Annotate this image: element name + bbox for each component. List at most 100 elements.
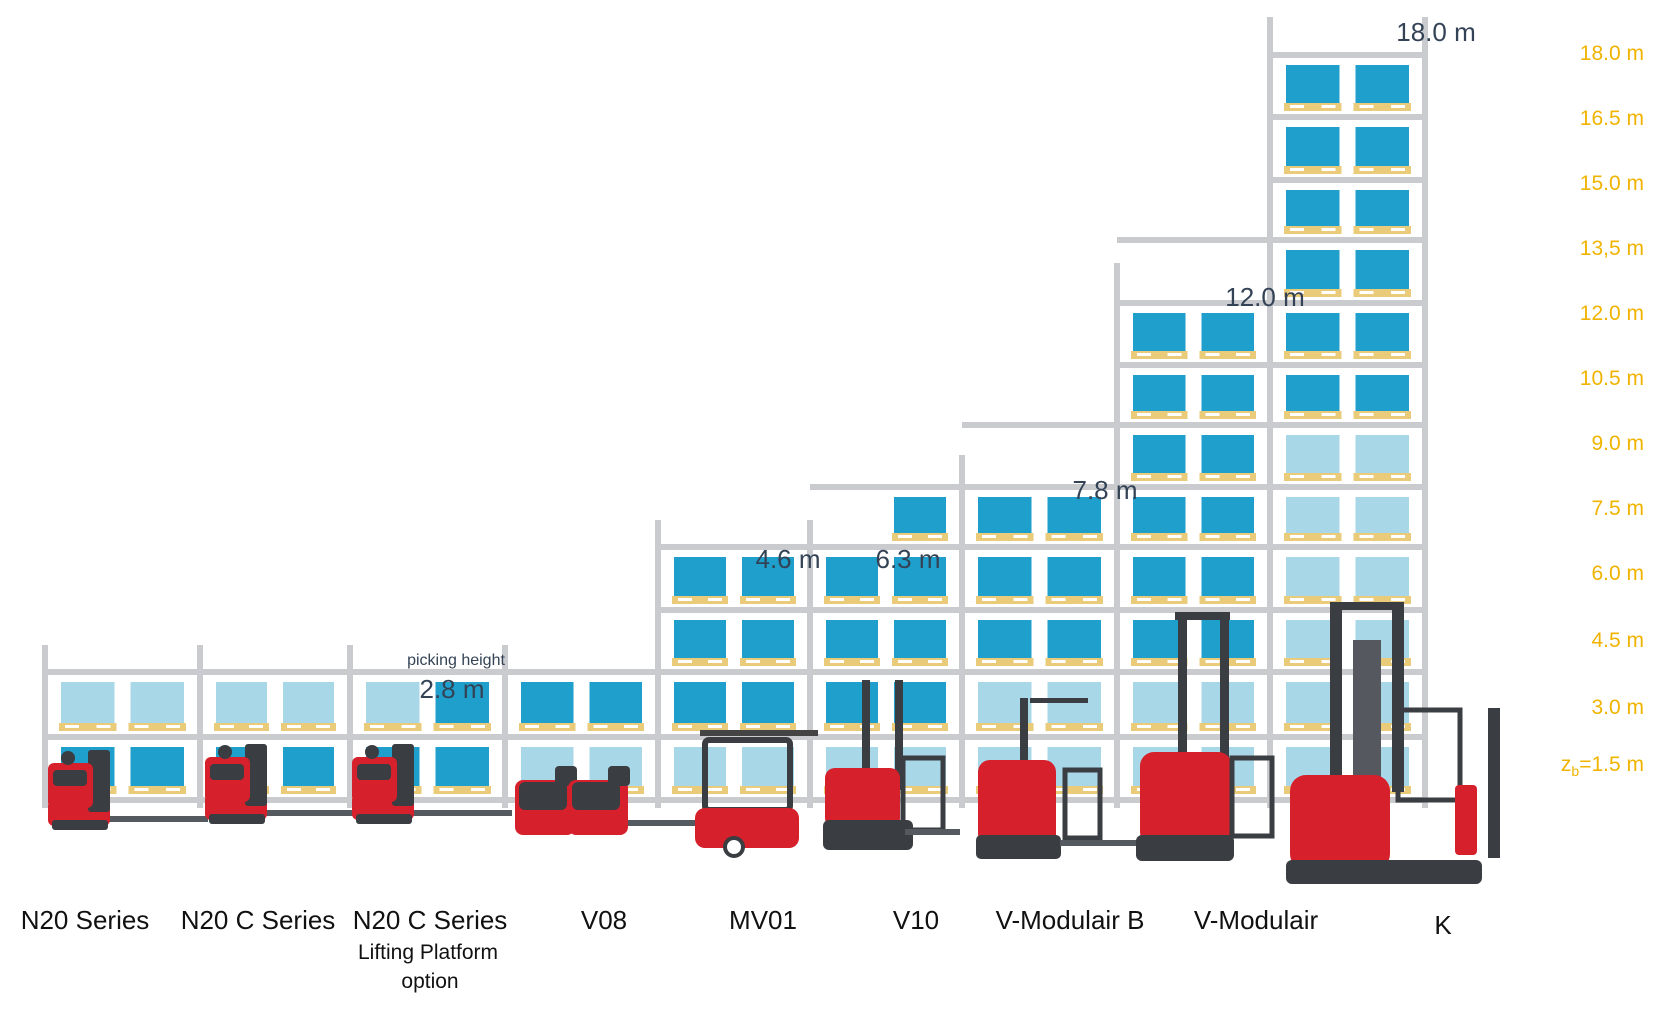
truck-tiller-n20c bbox=[218, 745, 232, 759]
truck-backrest-n20 bbox=[88, 750, 110, 812]
v08-handle-a bbox=[555, 766, 577, 786]
pallet-slot2-r8-l4-b0 bbox=[1321, 598, 1336, 601]
box-r6-l3-b1 bbox=[1047, 620, 1101, 658]
pallet-slot2-r8-l2-b0 bbox=[1321, 725, 1336, 728]
pallet-r0-l2-b1 bbox=[128, 723, 186, 731]
mv01-base bbox=[695, 808, 799, 848]
box-r8-l4-b0 bbox=[1286, 557, 1340, 596]
shelf-beam-r6-l1 bbox=[962, 734, 1117, 740]
pallet-slot-r8-l10-b0 bbox=[1290, 228, 1304, 231]
shelf-beam-r8-l5 bbox=[1270, 484, 1425, 490]
truck-base-n20c-lift bbox=[356, 814, 412, 824]
v08-forks-b bbox=[623, 820, 723, 826]
vmb-mast bbox=[1020, 698, 1028, 794]
shelf-beam-r8-l6 bbox=[1270, 422, 1425, 428]
pallet-slot2-r7-l4-b0 bbox=[1167, 598, 1182, 601]
shelf-beam-r8-l9 bbox=[1270, 237, 1425, 243]
shelf-beam-r8-l12 bbox=[1270, 52, 1425, 58]
pallet-slot-r8-l7-b1 bbox=[1359, 413, 1374, 416]
pallet-slot-r7-l3-b1 bbox=[1205, 660, 1220, 663]
pallet-r5-l3-b1 bbox=[892, 658, 948, 666]
pallet-slot-r6-l5-b1 bbox=[1051, 535, 1066, 538]
scale-label-18-0: 18.0 m bbox=[1579, 42, 1644, 65]
box-r5-l3-b1 bbox=[894, 620, 946, 658]
truck-name-v-modulair-b: V-Modulair B bbox=[995, 905, 1145, 935]
pallet-r8-l2-b0 bbox=[1284, 723, 1342, 731]
mv01-top-tray bbox=[700, 730, 818, 736]
truck-panel-n20c-lift bbox=[357, 764, 391, 780]
pallet-r4-l4-b0 bbox=[672, 596, 728, 604]
mv01-wheel bbox=[723, 836, 745, 858]
box-r8-l9-b0 bbox=[1286, 250, 1340, 289]
pallet-slot-r5-l4-b0 bbox=[830, 598, 844, 601]
k-body bbox=[1290, 775, 1390, 870]
pallet-slot-r8-l5-b1 bbox=[1359, 535, 1374, 538]
pallet-r8-l6-b1 bbox=[1353, 473, 1411, 481]
pallet-slot2-r8-l12-b0 bbox=[1321, 105, 1336, 108]
pallet-slot-r4-l4-b0 bbox=[678, 598, 692, 601]
box-r7-l6-b0 bbox=[1133, 435, 1186, 473]
shelf-beam-r6-l4 bbox=[962, 544, 1117, 550]
pallet-slot-r4-l3-b0 bbox=[678, 660, 692, 663]
box-r8-l12-b0 bbox=[1286, 65, 1340, 103]
pallet-r6-l3-b1 bbox=[1045, 658, 1103, 666]
rack-upright-7 bbox=[1114, 263, 1120, 808]
pallet-slot2-r3-l2-b1 bbox=[624, 725, 638, 728]
pallet-r2-l2-b0 bbox=[364, 723, 422, 731]
pallet-slot2-r7-l2-b0 bbox=[1167, 725, 1182, 728]
pallet-slot2-r5-l3-b0 bbox=[860, 660, 874, 663]
pallet-r8-l9-b0 bbox=[1284, 289, 1342, 297]
box-r3-l2-b1 bbox=[589, 682, 642, 723]
shelf-beam-r5-l5 bbox=[810, 484, 962, 490]
pallet-slot2-r6-l4-b0 bbox=[1013, 598, 1028, 601]
pallet-slot2-r4-l4-b0 bbox=[708, 598, 722, 601]
pallet-r7-l7-b0 bbox=[1131, 411, 1188, 419]
shelf-beam-r1-l2 bbox=[200, 669, 350, 675]
pallet-slot2-r8-l7-b0 bbox=[1321, 413, 1336, 416]
pallet-r8-l11-b1 bbox=[1353, 166, 1411, 174]
scale-label-15-0: 15.0 m bbox=[1579, 172, 1644, 195]
box-r0-l2-b0 bbox=[61, 682, 115, 723]
pallet-r8-l12-b1 bbox=[1353, 103, 1411, 111]
pallet-r5-l2-b0 bbox=[824, 723, 880, 731]
pallet-slot-r6-l3-b1 bbox=[1051, 660, 1066, 663]
pallet-slot-r5-l2-b1 bbox=[898, 725, 912, 728]
pallet-slot-r5-l4-b1 bbox=[898, 598, 912, 601]
max-height-v10: 6.3 m bbox=[875, 544, 941, 574]
scale-label-12-0: 12.0 m bbox=[1579, 302, 1644, 325]
pallet-slot2-r4-l3-b1 bbox=[776, 660, 790, 663]
pallet-slot2-r7-l6-b1 bbox=[1236, 475, 1250, 478]
pallet-r7-l7-b1 bbox=[1199, 411, 1256, 419]
box-r8-l12-b1 bbox=[1355, 65, 1409, 103]
pallet-slot-r7-l3-b0 bbox=[1137, 660, 1151, 663]
pallet-slot-r8-l6-b1 bbox=[1359, 475, 1374, 478]
pallet-r8-l10-b1 bbox=[1353, 226, 1411, 234]
pallet-r8-l8-b0 bbox=[1284, 351, 1342, 359]
pallet-r1-l1-b1 bbox=[281, 786, 336, 794]
vmb-base bbox=[976, 835, 1061, 859]
v10-mast-left bbox=[862, 680, 870, 790]
pallet-slot-r8-l7-b0 bbox=[1290, 413, 1304, 416]
box-r0-l1-b1 bbox=[130, 747, 184, 786]
pallet-r7-l8-b1 bbox=[1199, 351, 1256, 359]
k-mast-inner bbox=[1353, 640, 1381, 790]
pallet-slot-r3-l2-b0 bbox=[525, 725, 539, 728]
pallet-slot-r8-l11-b0 bbox=[1290, 168, 1304, 171]
scale-label-7-5: 7.5 m bbox=[1591, 497, 1644, 520]
pallet-slot2-r8-l11-b0 bbox=[1321, 168, 1336, 171]
box-r8-l6-b1 bbox=[1355, 435, 1409, 473]
pallet-slot-r8-l5-b0 bbox=[1290, 535, 1304, 538]
box-r7-l7-b0 bbox=[1133, 375, 1186, 411]
pallet-r7-l4-b1 bbox=[1199, 596, 1256, 604]
pallet-r5-l4-b1 bbox=[892, 596, 948, 604]
pallet-slot2-r5-l3-b1 bbox=[928, 660, 942, 663]
pallet-slot2-r5-l4-b0 bbox=[860, 598, 874, 601]
pallet-slot2-r6-l4-b1 bbox=[1083, 598, 1097, 601]
shelf-beam-r7-l7 bbox=[1117, 362, 1270, 368]
box-r2-l2-b1 bbox=[435, 682, 489, 723]
pallet-r4-l3-b0 bbox=[672, 658, 728, 666]
scale-label-6-0: 6.0 m bbox=[1591, 562, 1644, 585]
pallet-slot-r2-l2-b1 bbox=[439, 725, 454, 728]
box-r7-l5-b0 bbox=[1133, 497, 1186, 533]
